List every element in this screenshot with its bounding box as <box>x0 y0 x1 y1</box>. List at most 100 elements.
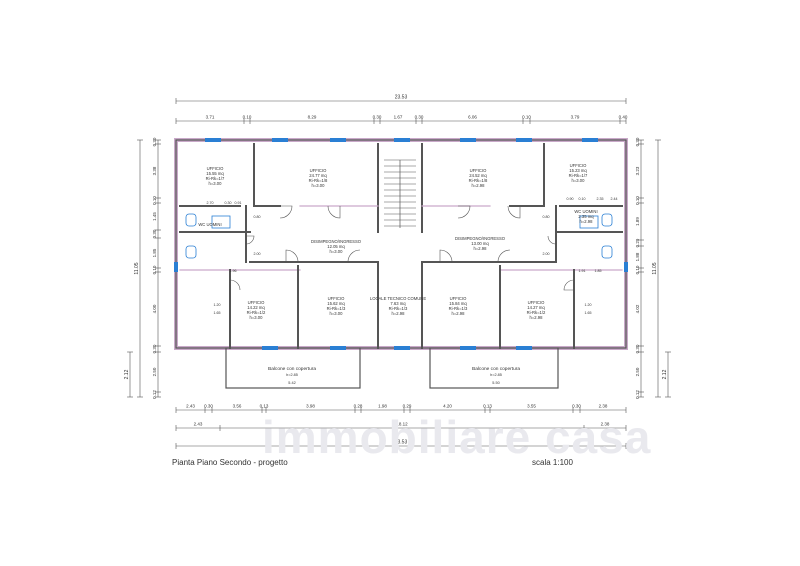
interior-dimension: 2.44 <box>611 197 618 201</box>
window-south <box>460 346 476 350</box>
door-swing <box>547 235 557 245</box>
top-segment-dim-label: 6.06 <box>468 115 477 120</box>
room-wc-w: WC UOMINI <box>198 222 221 227</box>
bottom-mid-dim-label: 2.38 <box>601 422 610 427</box>
right-side-dim-label: 3.23 <box>635 166 640 175</box>
bottom-segment-dim-label: 3.98 <box>306 404 315 409</box>
left-side-dim-label: 0.30 <box>152 137 157 146</box>
left-side-dim-label: 3.38 <box>152 166 157 175</box>
room-height: h=2.98 <box>452 311 466 316</box>
door-swing <box>563 279 575 291</box>
interior-dimension: 0.80 <box>543 215 550 219</box>
window-south <box>394 346 410 350</box>
bottom-segment-dim-label: 0.29 <box>403 404 412 409</box>
right-side-dim-label: 0.30 <box>635 344 640 353</box>
interior-dimension: 1.85 <box>595 269 602 273</box>
door-swing <box>245 235 255 245</box>
room-ratio: Ri-Rk=1/2 <box>247 310 266 315</box>
balcony-width: 5.50 <box>492 381 499 385</box>
room-area: 24.52 mq <box>469 173 487 178</box>
right-side-dim-label: 0.10 <box>635 196 640 205</box>
top-total-dim-total: 23.53 <box>395 95 408 101</box>
toilet-fixture <box>601 213 613 227</box>
interior-dimension: 0.10 <box>579 197 586 201</box>
balcony-height: h=2.85 <box>490 373 502 377</box>
room-area: 15.62 mq <box>327 301 345 306</box>
room-area: 15.84 mq <box>449 301 467 306</box>
top-segment-dim-label: 0.30 <box>373 115 382 120</box>
room-label: UFFICIO <box>207 166 224 171</box>
top-segment-dim-label: 3.79 <box>571 115 580 120</box>
interior-dimension: 1.65 <box>585 311 592 315</box>
bottom-segment-dim-label: 0.13 <box>260 404 269 409</box>
room-label: UFFICIO <box>328 296 345 301</box>
room-height: h=2.98 <box>392 311 406 316</box>
room-area: 24.77 mq <box>309 173 327 178</box>
room-height: h=3.00 <box>572 178 586 183</box>
top-segment-dim-label: 3.71 <box>206 115 215 120</box>
room-ratio: Ri-Rk=1/8 <box>469 178 488 183</box>
room-label: DISIMPEGNO/INGRESSO <box>311 239 362 244</box>
window-north <box>516 138 532 142</box>
window-south <box>262 346 278 350</box>
right-side-dim-label: 1.89 <box>635 217 640 226</box>
room-label: UFFICIO <box>450 296 467 301</box>
right-side-dim-label: 0.30 <box>635 137 640 146</box>
interior-dimension: 2.00 <box>254 252 261 256</box>
windows <box>174 138 628 350</box>
room-height: h=3.00 <box>330 311 344 316</box>
interior-dimension: 1.91 <box>579 269 586 273</box>
left-side-dim-label: 4.00 <box>152 304 157 313</box>
left-side-dim-label: 0.12 <box>152 390 157 399</box>
room-ratio: Ri-Rk=1/3 <box>327 306 346 311</box>
outer-wall-fill <box>174 138 628 350</box>
room-area: 15.23 mq <box>569 168 587 173</box>
room-label: UFFICIO <box>310 168 327 173</box>
interior-dimension: 0.80 <box>254 215 261 219</box>
right-side-dim-label: 0.29 <box>635 238 640 247</box>
balcony-east <box>429 347 559 389</box>
balcony-height: h=2.85 <box>286 373 298 377</box>
right-side-dim-label: 1.88 <box>635 252 640 261</box>
bottom-segment-dim-label: 0.13 <box>483 404 492 409</box>
balcony-width: 5.42 <box>288 381 295 385</box>
left-side-dim-label: 1.85 <box>152 248 157 257</box>
door-swing <box>229 279 241 291</box>
bottom-segment-dim-label: 1.98 <box>378 404 387 409</box>
toilet-fixture <box>185 245 197 259</box>
door-swing <box>497 249 511 263</box>
bottom-segment-dim-label: 2.43 <box>186 404 195 409</box>
room-height: h=3.00 <box>312 183 326 188</box>
window-south <box>516 346 532 350</box>
room-ratio: Ri-Rk=1/7 <box>569 173 588 178</box>
toilet-fixture <box>601 245 613 259</box>
room-area: 2.35 mq <box>578 214 594 219</box>
window-side <box>624 262 628 272</box>
bottom-segment-dim-label: 3.56 <box>233 404 242 409</box>
top-segment-dim-label: 0.10 <box>243 115 252 120</box>
right-total-dim-total: 11.05 <box>652 262 658 274</box>
bottom-segment-dim-label: 2.38 <box>599 404 608 409</box>
room-area: 15.55 mq <box>206 171 224 176</box>
room-ratio: Ri-Rk=1/8 <box>309 178 328 183</box>
room-height: h=3.00 <box>209 181 223 186</box>
bottom-total-dim-total: 23.53 <box>395 440 408 446</box>
window-north <box>272 138 288 142</box>
bottom-mid-dim-label: 2.43 <box>194 422 203 427</box>
building-walls <box>174 138 628 389</box>
room-ratio: Ri-Rk=1/7 <box>206 176 225 181</box>
right-side-dim-label: 4.02 <box>635 304 640 313</box>
left-side-dim-label: 0.10 <box>152 265 157 274</box>
balcony-label: Balcone con copertura <box>472 366 520 372</box>
room-height: h=2.98 <box>474 246 488 251</box>
door-swing <box>285 249 299 263</box>
